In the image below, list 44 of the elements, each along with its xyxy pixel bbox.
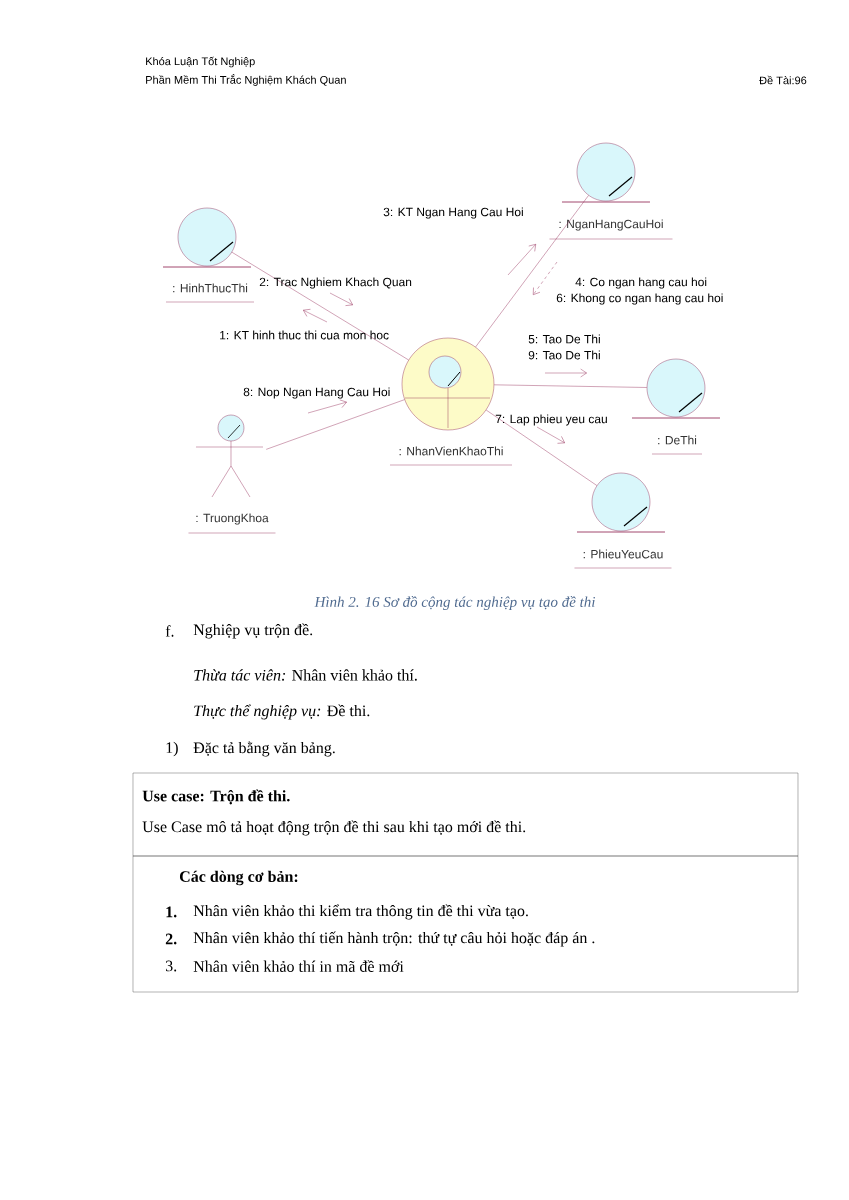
message-label: 3: KT Ngan Hang Cau Hoi [383,207,523,219]
node-label: : NhanVienKhaoThi [399,446,503,456]
entity-object: : DeThi [631,358,721,455]
message-label: 7: Lap phieu yeu cau [495,414,607,426]
node-label: : HinhThucThi [173,283,248,293]
actor-object: : TruongKhoa [188,414,276,534]
node-label: : TruongKhoa [196,513,269,525]
message-label: 9: Tao De Thi [528,350,600,360]
link-line [231,252,409,361]
link-line [475,195,589,348]
label: 1. [166,906,177,918]
message-label: 8: Nop Ngan Hang Cau Hoi [243,387,390,399]
header-text: Phần Mềm Thi Trắc Nghiệm Khách Quan [146,74,346,86]
node-label: : NganHangCauHoi [559,219,663,231]
body-text: Thừa tác viên: Nhân viên khảo thí. [194,669,417,681]
table-cell: Use case: Trộn đề thi. Use Case mô tả hoạt động trộn đề thi sau khi tạo mới đề thi. [132,772,799,857]
node-label: : DeThi [658,435,697,445]
figure-caption: Hình 2. 16 Sơ đồ cộng tác nghiệp vụ tạo đề thi [314,596,595,611]
entity-object: : NganHangCauHoi [549,142,673,240]
entity-object: : PhieuYeuCau [574,472,672,569]
message-label: 5: Tao De Thi [528,334,600,344]
body-text: Thực thể nghiệp vụ: Đề thi. [194,704,370,720]
label: Nhân viên khảo thí in mã đề mới [193,960,404,972]
label: Nhân viên khảo thí tiến hành trộn: thứ tự câu hỏi hoặc đáp án . [193,931,595,947]
node-label: : PhieuYeuCau [583,549,663,559]
label: Các dòng cơ bản: [179,870,298,886]
label: 2. [165,933,177,945]
link-line [494,384,647,388]
label: Nhân viên khảo thi kiểm tra thông tin đề thi vừa tạo. [193,904,528,920]
list-marker: f. [165,625,174,637]
header-text: Khóa Luận Tốt Nghiệp [146,56,255,68]
body-text: Đặc tả bằng văn bảng. [193,741,335,757]
message-label: 2: Trac Nghiem Khach Quan [259,277,412,289]
list-marker: 1) [166,741,178,757]
table-cell: Các dòng cơ bản: 1. Nhân viên khảo thi kiểm tra thông tin đề thi vừa tạo. 2. Nhân viên khảo thí tiến hành trộn: thứ tự câu hỏi hoặc đáp án . 3. Nhân viên khảo thí in mã đề mới [132,855,799,993]
entity-object: : HinhThucThi [162,207,255,303]
message-label: 1: KT hinh thuc thi cua mon hoc [220,330,389,340]
label: 3. [165,960,177,972]
message-label: 6: Khong co ngan hang cau hoi [556,293,723,305]
link-line [266,399,405,450]
link-line [485,409,598,486]
message-label: 4: Co ngan hang cau hoi [575,277,707,289]
body-text: Nghiệp vụ trộn đề. [193,623,313,639]
header-text: Đề Tài:96 [759,75,807,85]
